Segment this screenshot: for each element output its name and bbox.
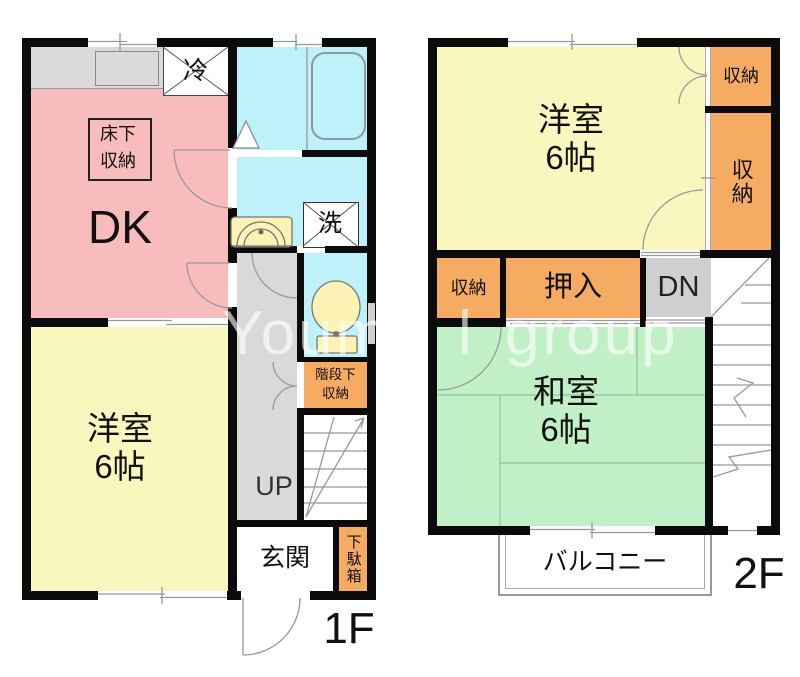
dk-label: DK xyxy=(88,200,152,253)
threshold-lines xyxy=(506,319,640,325)
oshiire-closet xyxy=(506,258,640,318)
yoshitsu-2f-label: 洋室 6帖 xyxy=(515,101,627,176)
wall-oshiire-dn xyxy=(640,258,646,327)
window-yoshitsu1f-bottom xyxy=(98,591,227,600)
kaidanshita-line2: 収納 xyxy=(322,386,349,401)
wall-wash-bottom-b xyxy=(325,246,367,253)
window-bath-top xyxy=(273,38,322,47)
floor2-label: 2F xyxy=(733,548,785,598)
floor1-label: 1F xyxy=(323,603,375,653)
shunou-right-label: 収納 xyxy=(711,113,771,250)
shunou-top-label: 収納 xyxy=(723,66,759,87)
stairs-direction xyxy=(305,416,365,518)
kaidanshita-line1: 階段下 xyxy=(315,367,356,383)
balcony-outer xyxy=(498,535,712,596)
wall-hall-toilet-b xyxy=(297,408,304,520)
washitsu-line2: 6帖 xyxy=(540,411,592,448)
shunou-right-closet xyxy=(711,113,771,250)
yoshitsu-2f-line2: 6帖 xyxy=(545,139,597,176)
window-2f-bottom-small xyxy=(728,526,757,535)
genkan-label: 玄関 xyxy=(259,543,310,572)
threshold-lines xyxy=(641,251,700,257)
stairs-break-zigzag xyxy=(733,377,755,418)
genkan-area xyxy=(237,527,333,591)
wall-stairs-left-2f xyxy=(705,317,713,526)
yukashita-label: 床下 収納 xyxy=(88,120,148,175)
washitsu-label: 和室 6帖 xyxy=(510,373,622,448)
toilet-window xyxy=(368,303,375,344)
threshold-lines xyxy=(646,319,705,324)
wall-shunou-oshiire xyxy=(500,258,506,318)
dn-label: DN xyxy=(657,270,700,303)
wall-toilet-bottom xyxy=(297,357,367,362)
wall-2f-mid-a xyxy=(437,250,640,258)
getabako-text: 下駄箱 xyxy=(344,533,362,585)
wall-below-shunou-left xyxy=(428,318,506,327)
kitchen-counter xyxy=(31,47,164,89)
laundry-label: 洗 xyxy=(318,210,342,238)
kaidanshita-label: 階段下 収納 xyxy=(304,364,367,406)
wall-genkan-top xyxy=(228,520,376,527)
sliding-door-line xyxy=(108,319,228,326)
wall-1f-mid-c xyxy=(228,307,237,591)
wall-hall-toilet-a xyxy=(297,253,304,362)
toilet-room xyxy=(303,253,367,357)
oshiire-label: 押入 xyxy=(543,271,602,304)
yoshitsu-1f-label: 洋室 6帖 xyxy=(58,410,182,486)
bathtub xyxy=(311,52,366,140)
stairs-steps xyxy=(304,432,367,504)
balcony-door-gap xyxy=(530,526,655,535)
wall-genkan-getabako xyxy=(333,527,339,591)
closet-partition xyxy=(705,47,711,250)
wall-1f-mid-a xyxy=(228,47,237,148)
wall-wash-bottom-a xyxy=(237,246,297,253)
wall-bath-wash xyxy=(302,150,367,157)
yoshitsu-1f-line2: 6帖 xyxy=(94,448,146,485)
wall-2f-right xyxy=(771,38,780,535)
kaidanshita-storage xyxy=(304,362,367,408)
shunou-left-label: 収納 xyxy=(450,277,487,298)
yoshitsu-1f-line1: 洋室 xyxy=(87,410,153,448)
yukashita-line2: 収納 xyxy=(100,150,136,171)
dn-landing xyxy=(646,258,711,317)
stairs-steps xyxy=(713,324,771,466)
yukashita-box xyxy=(88,118,152,181)
wall-2f-mid-b xyxy=(700,250,771,258)
wall-dk-bottom xyxy=(31,318,108,327)
wall-1f-top xyxy=(22,38,376,47)
stairs-winder xyxy=(710,257,771,318)
window-2f-top xyxy=(508,38,637,47)
window-dk-top xyxy=(88,38,157,47)
stairs-break-zigzag xyxy=(712,449,772,478)
wall-storage-bottom xyxy=(297,408,376,415)
washitsu-line1: 和室 xyxy=(533,373,599,411)
yukashita-line1: 床下 xyxy=(100,124,136,145)
shunou-left-closet xyxy=(437,258,500,318)
yoshitsu-2f-line1: 洋室 xyxy=(538,101,604,139)
getabako-cabinet xyxy=(339,527,367,591)
up-label: UP xyxy=(255,471,293,502)
entrance-door-gap xyxy=(241,591,310,600)
entrance-door-arc xyxy=(242,597,301,656)
balcony-inner xyxy=(505,535,705,589)
wall-1f-mid-b xyxy=(228,208,237,263)
fridge-label: 冷 xyxy=(182,56,208,85)
shunou-top-closet xyxy=(711,47,771,106)
wall-closet-divider xyxy=(705,106,771,113)
shunou-right-text: 収納 xyxy=(728,157,754,206)
wall-2f-left xyxy=(428,38,437,535)
yoshitsu-1f-room xyxy=(31,327,228,591)
kitchen-sink xyxy=(95,51,159,86)
wall-1f-left xyxy=(22,38,31,600)
balcony-label: バルコニー xyxy=(542,547,668,576)
getabako-label: 下駄箱 xyxy=(339,529,367,589)
